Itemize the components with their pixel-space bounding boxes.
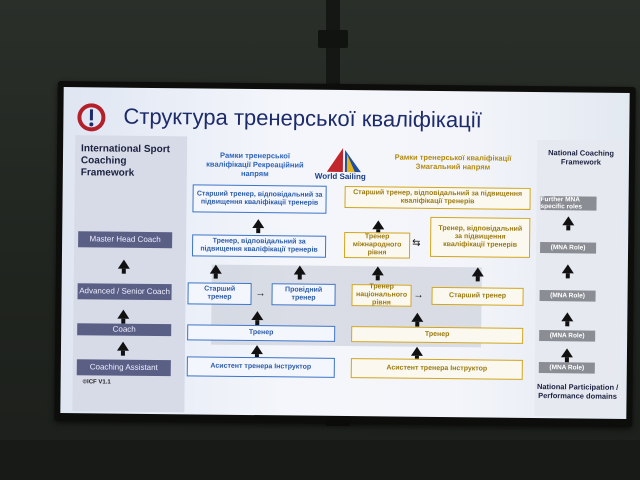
comp-coach-developer: Тренер, відповідальний за підвищення ква… — [429, 216, 531, 258]
rec-assistant-instructor: Асистент тренера Інструктор — [186, 356, 335, 378]
up-arrow-icon — [209, 264, 222, 274]
right-arrow-icon: → — [413, 289, 424, 301]
rec-coach-developer: Тренер, відповідальний за підвищення ква… — [191, 234, 327, 258]
mna-role: (MNA Role) — [540, 242, 597, 254]
isc-framework-heading: International Sport Coaching Framework — [80, 143, 171, 179]
mount-bracket — [318, 30, 348, 48]
level-master-head-coach: Master Head Coach — [78, 231, 173, 249]
rec-senior-coach-developer: Старший тренер, відповідальний за підвищ… — [192, 184, 327, 214]
up-arrow-icon — [252, 219, 265, 229]
up-arrow-icon — [116, 341, 130, 351]
competitive-header: Рамки тренерської кваліфікації Змагальни… — [394, 152, 512, 172]
up-arrow-icon — [410, 346, 424, 356]
comp-international-coach: Тренер міжнародного рівня — [343, 231, 411, 259]
presentation-slide: Структура тренерської кваліфікації Inter… — [60, 87, 630, 419]
level-advanced-senior-coach: Advanced / Senior Coach — [77, 283, 172, 301]
up-arrow-icon — [561, 264, 574, 274]
national-domains-footer: National Participation / Performance dom… — [536, 382, 619, 401]
up-arrow-icon — [371, 266, 384, 276]
level-coach: Coach — [77, 323, 172, 337]
up-arrow-icon — [251, 311, 264, 321]
mna-role: (MNA Role) — [539, 330, 596, 342]
right-column-panel — [534, 140, 624, 417]
bidirectional-arrow-icon: ⇆ — [412, 237, 421, 249]
comp-senior-coach-developer: Старший тренер, відповідальний за підвищ… — [344, 185, 531, 210]
up-arrow-icon — [117, 309, 130, 319]
national-framework-heading: National Coaching Framework — [548, 148, 615, 167]
icf-footnote: ©ICF V1.1 — [82, 379, 111, 386]
right-arrow-icon: → — [255, 288, 266, 300]
coaching-logo-icon — [77, 103, 106, 132]
rec-senior-coach: Старший тренер — [187, 282, 252, 306]
up-arrow-icon — [471, 267, 484, 277]
up-arrow-icon — [562, 216, 575, 226]
tv-bottom-logo-strip — [326, 420, 350, 426]
rec-lead-coach: Провідний тренер — [271, 283, 336, 306]
rec-coach: Тренер — [187, 324, 336, 342]
comp-coach: Тренер — [351, 326, 524, 344]
mna-role: (MNA Role) — [538, 362, 595, 374]
up-arrow-icon — [117, 259, 130, 269]
world-sailing-logo-icon — [326, 147, 361, 173]
mna-role-further: Further MNA specific roles — [540, 196, 597, 211]
tv-display: Структура тренерської кваліфікації Inter… — [54, 80, 636, 428]
comp-national-coach: Тренер національного рівня — [351, 283, 412, 307]
comp-senior-coach: Старший тренер — [431, 286, 524, 306]
room-floor — [0, 440, 640, 480]
up-arrow-icon — [250, 345, 264, 355]
up-arrow-icon — [372, 220, 385, 230]
up-arrow-icon — [411, 312, 424, 322]
level-coaching-assistant: Coaching Assistant — [76, 359, 171, 377]
up-arrow-icon — [293, 265, 306, 275]
up-arrow-icon — [561, 312, 574, 322]
mna-role: (MNA Role) — [539, 290, 596, 302]
up-arrow-icon — [560, 348, 574, 358]
comp-assistant-instructor: Асистент тренера Інструктор — [350, 358, 523, 380]
slide-title: Структура тренерської кваліфікації — [123, 103, 482, 133]
world-sailing-brand: World Sailing — [314, 171, 366, 182]
recreational-header: Рамки тренерської кваліфікації Рекреацій… — [206, 150, 304, 179]
